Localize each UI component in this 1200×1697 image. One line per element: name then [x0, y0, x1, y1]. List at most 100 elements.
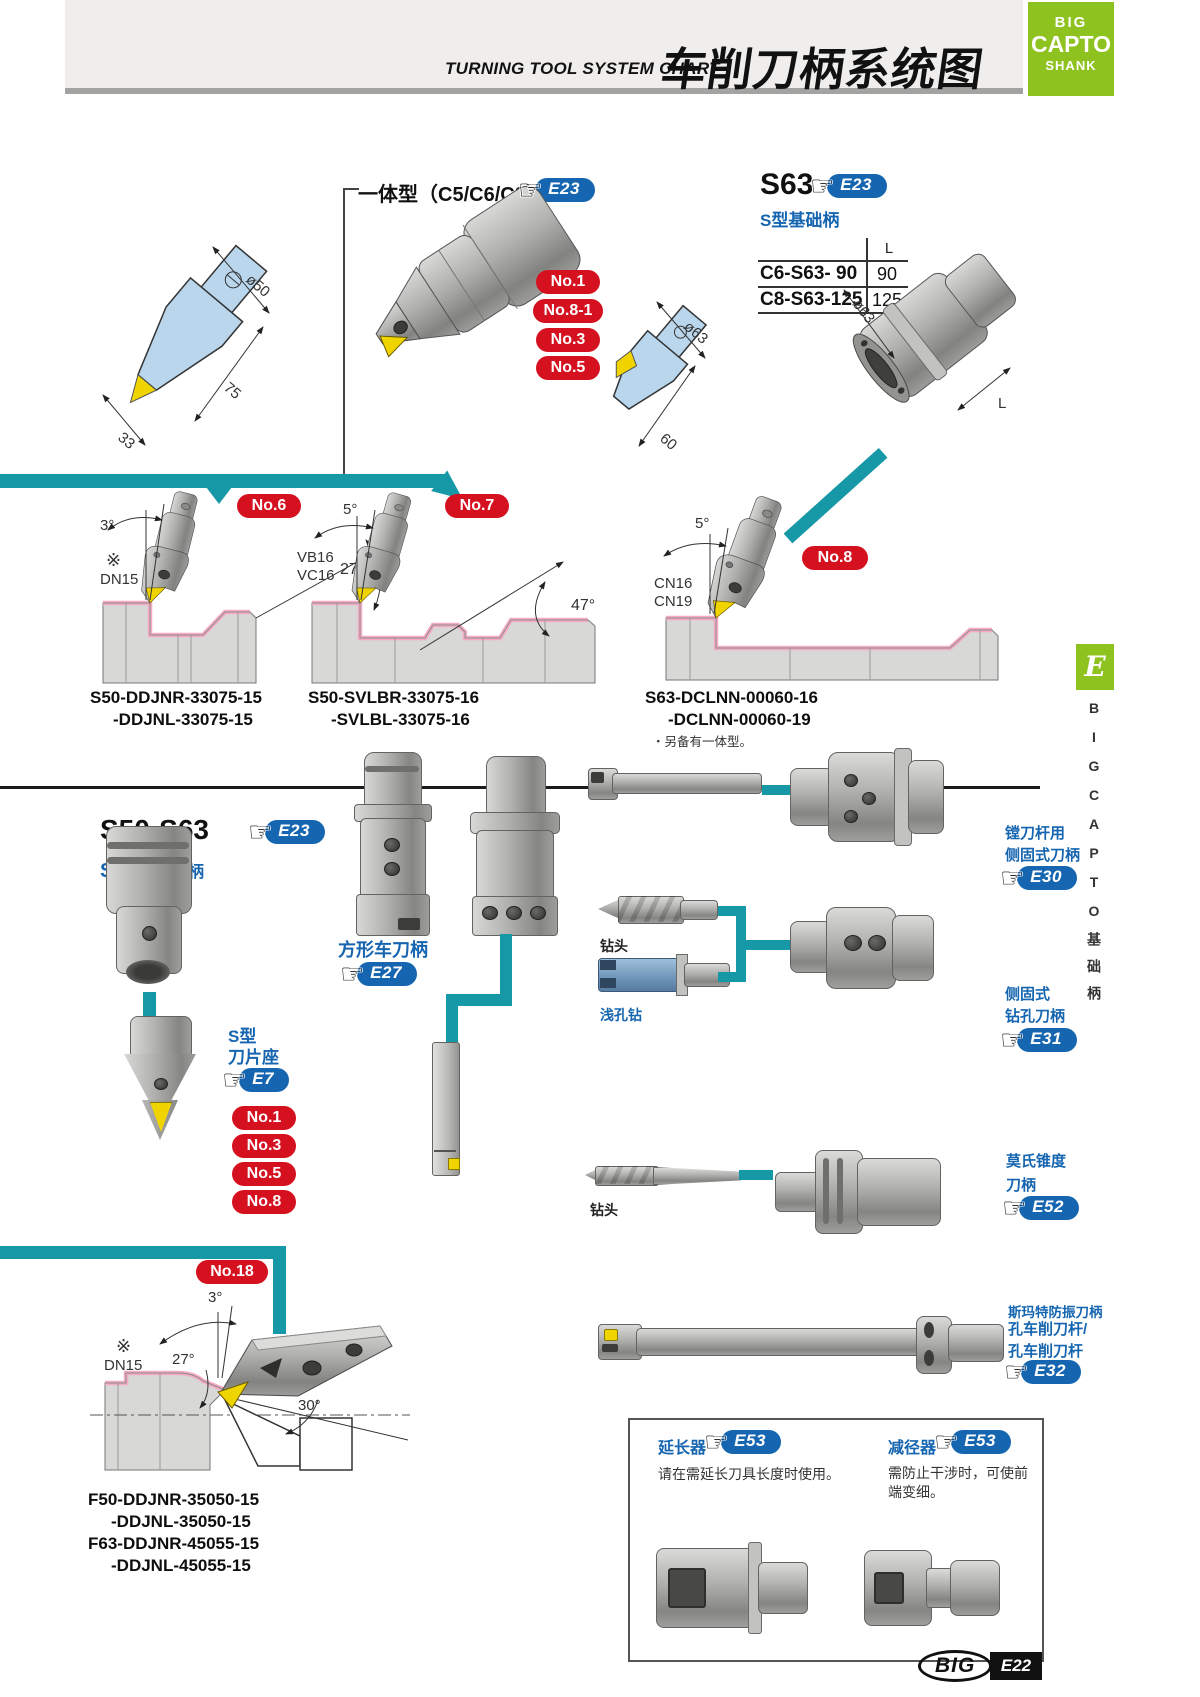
- footnote: ・另备有一体型。: [652, 735, 753, 749]
- s63-subtitle: S型基础柄: [760, 211, 840, 230]
- row-label: 孔车削刀杆: [1008, 1343, 1084, 1360]
- render-square-bar: [432, 1042, 460, 1180]
- item-badge-no3: No.3: [536, 328, 600, 352]
- render-drill-holder: [790, 903, 940, 991]
- extension-desc: 请在需延长刀具长度时使用。: [658, 1466, 840, 1482]
- row-label: 斯玛特防振刀柄: [1008, 1305, 1103, 1320]
- render-boring-bar: [588, 768, 762, 800]
- dim-75: 75: [220, 379, 244, 403]
- pointing-hand-icon: ☞: [222, 1065, 247, 1095]
- reducer-label: 减径器: [888, 1440, 937, 1457]
- ref-link-e7-seat: ☞ E7: [222, 1065, 290, 1095]
- ref-link-e31: ☞ E31: [1000, 1026, 1077, 1054]
- item-badge-no8-1: No.8-1: [533, 299, 603, 323]
- render-twist-drill: [598, 891, 718, 929]
- render-basic-holder: [88, 826, 208, 990]
- pointing-hand-icon: ☞: [1000, 1025, 1025, 1055]
- row-label: 镗刀杆用: [1005, 825, 1066, 842]
- render-insert-seat: [118, 1016, 203, 1140]
- diagram-tool-left: ø50 75 33: [102, 244, 273, 453]
- connector: [446, 994, 458, 1042]
- render-reducer: [864, 1536, 1002, 1638]
- page-ref-label: E23: [265, 820, 325, 844]
- side-angle-label: 30°: [298, 1397, 321, 1414]
- table-hline: [758, 260, 908, 262]
- pointing-hand-icon: ☞: [1004, 1357, 1029, 1387]
- position-badge-no6: No.6: [237, 494, 301, 518]
- ref-link-e23-s50s63: ☞ E23: [248, 818, 325, 846]
- table-cell-len-1: 90: [876, 264, 898, 284]
- pointing-hand-icon: ☞: [518, 175, 543, 205]
- part-number: F63-DDJNR-45055-15: [88, 1534, 260, 1553]
- header-underline: [65, 88, 1023, 94]
- cut-angle-label: 47°: [571, 597, 595, 614]
- render-square-holder-left: [342, 752, 442, 936]
- connector: [736, 906, 746, 982]
- seat-label-2: 刀片座: [228, 1048, 279, 1067]
- item-badge: No.8: [232, 1190, 296, 1214]
- ref-link-e23-integrated: ☞ E23: [518, 176, 595, 204]
- note-mark: ※: [116, 1336, 131, 1356]
- connector: [739, 1170, 773, 1180]
- item-badge: No.5: [232, 1162, 296, 1186]
- ref-link-e52: ☞ E52: [1002, 1194, 1079, 1222]
- footer-logo-text: BIG: [918, 1650, 993, 1682]
- render-indexable-drill: [598, 952, 730, 1000]
- table-vline: [866, 238, 868, 312]
- insert-label: DN15: [104, 1357, 142, 1374]
- diagram-no7: 5° VB16 VC16 47°: [297, 487, 596, 684]
- header-bar: [65, 0, 1023, 88]
- table-header-L: L: [884, 240, 894, 257]
- brand-line1: BIG: [1054, 14, 1088, 31]
- connector-band: [273, 1246, 286, 1334]
- part-number: -DDJNL-45055-15: [111, 1556, 251, 1575]
- diagram-no6: 3° ※ DN15 27°: [100, 486, 394, 684]
- square-holder-label: 方形车刀柄: [338, 940, 428, 960]
- shallow-drill-label: 浅孔钻: [600, 1007, 642, 1023]
- s63-title: S63: [760, 168, 814, 201]
- page-ref-label: E27: [357, 962, 417, 986]
- angle-label: 3°: [100, 517, 114, 534]
- pointing-hand-icon: ☞: [934, 1427, 959, 1457]
- diagram-no18: 3° ※ DN15 27° 30°: [90, 1289, 410, 1471]
- part-number: S50-SVLBR-33075-16: [308, 688, 480, 707]
- insert-label: DN15: [100, 571, 138, 588]
- item-badge-no1: No.1: [536, 270, 600, 294]
- drill-label: 钻头: [590, 1202, 618, 1218]
- page-ref-label: E53: [721, 1430, 781, 1454]
- part-number: S63-DCLNN-00060-16: [645, 688, 818, 707]
- connector-stub: [143, 992, 156, 1018]
- item-badge: No.1: [232, 1106, 296, 1130]
- connector-arrow-down: [206, 487, 232, 504]
- row-label: 刀柄: [1006, 1177, 1037, 1194]
- page-ref-label: E23: [535, 178, 595, 202]
- diagram-tool-right: ø63 60: [612, 301, 711, 454]
- connector: [446, 994, 512, 1006]
- insert-label: CN16: [654, 575, 692, 592]
- tab-letter: E: [1084, 650, 1106, 683]
- render-s63-holder: ø63 L: [843, 253, 1016, 412]
- item-badge: No.3: [232, 1134, 296, 1158]
- pointing-hand-icon: ☞: [1000, 863, 1025, 893]
- connector: [744, 940, 790, 950]
- page-ref-label: E7: [239, 1068, 290, 1092]
- row-label: 孔车削刀杆/: [1008, 1321, 1088, 1338]
- sidebar-vertical-text: BIGCAPTO基础柄: [1086, 700, 1102, 1013]
- brand-line2: CAPTO: [1030, 31, 1112, 57]
- render-extension: [656, 1536, 808, 1638]
- page-ref-label: E23: [827, 174, 887, 198]
- drill-label: 钻头: [600, 938, 628, 954]
- item-badge-no5: No.5: [536, 356, 600, 380]
- page-ref-label: E31: [1017, 1028, 1077, 1052]
- page-ref-label: E30: [1017, 866, 1077, 890]
- page-title-zh: 车削刀柄系统图: [657, 44, 988, 95]
- dim-60: 60: [656, 430, 680, 454]
- brand-logo-bigcapto: BIG CAPTO SHANK: [1028, 2, 1114, 96]
- connector: [500, 934, 512, 1006]
- row-label: 侧固式: [1005, 986, 1051, 1003]
- pointing-hand-icon: ☞: [704, 1427, 729, 1457]
- render-antivibration-bar: [598, 1312, 1004, 1376]
- table-hline: [758, 312, 908, 314]
- dim-L: L: [998, 395, 1006, 412]
